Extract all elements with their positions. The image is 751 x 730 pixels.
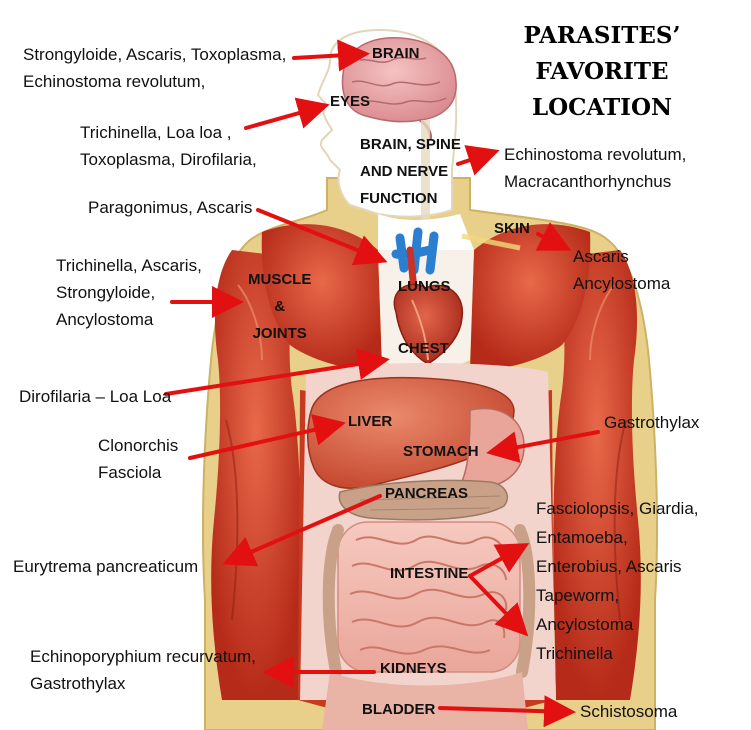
arrow-eyes [244, 97, 330, 130]
organ-label-line: BRAIN [372, 45, 420, 62]
parasites-kidneys: Echinoporyphium recurvatum, Gastrothylax [30, 643, 256, 697]
organ-label-stomach: STOMACH [403, 441, 479, 463]
organ-label-nerve: BRAIN, SPINE AND NERVE FUNCTION [360, 131, 461, 212]
parasites-liver: Clonorchis Fasciola [98, 432, 178, 486]
parasite-line: Echinoporyphium recurvatum, [30, 647, 256, 666]
arrow-lungs [256, 208, 388, 266]
parasite-line: Echinostoma revolutum, [504, 145, 687, 164]
parasite-line: Schistosoma [580, 702, 678, 721]
arrow-skin [535, 222, 572, 251]
brain-illustration [341, 37, 457, 141]
organ-label-line: SKIN [494, 220, 530, 237]
parasite-line: Fasciolopsis, Giardia, [536, 499, 699, 518]
organ-label-line: STOMACH [403, 443, 479, 460]
organ-label-bladder: BLADDER [362, 699, 435, 721]
organ-label-line: FUNCTION [360, 190, 438, 207]
organ-label-line: LUNGS [398, 278, 451, 295]
title-line: FAVORITE [535, 58, 669, 85]
parasites-muscle: Trichinella, Ascaris, Strongyloide, Ancy… [56, 252, 202, 333]
parasite-line: Eurytrema pancreaticum [13, 557, 199, 576]
arrow-brain [292, 39, 370, 72]
parasite-line: Entamoeba, [536, 528, 628, 547]
organ-label-liver: LIVER [348, 411, 392, 433]
parasite-line: Ancylostoma [573, 274, 671, 293]
parasites-bladder: Schistosoma [580, 698, 677, 725]
parasites-nerve: Echinostoma revolutum, Macracanthorhynch… [504, 141, 686, 195]
organ-label-muscle: MUSCLE & JOINTS [248, 266, 311, 347]
arrow-intestine-up [468, 543, 530, 578]
parasite-line: Echinostoma revolutum, [23, 72, 206, 91]
organ-label-line: KIDNEYS [380, 660, 447, 677]
organ-label-line: AND NERVE [360, 163, 449, 180]
organ-label-line: & [274, 298, 286, 315]
parasite-line: Ancylostoma [56, 310, 154, 329]
parasite-line: Gastrothylax [30, 674, 126, 693]
parasite-line: Ancylostoma [536, 615, 634, 634]
parasite-line: Strongyloide, [56, 283, 156, 302]
organ-label-kidneys: KIDNEYS [380, 658, 447, 680]
spine [421, 120, 430, 240]
parasite-line: Gastrothylax [604, 413, 700, 432]
title-line: PARASITES’ [523, 22, 681, 49]
diagram-title: PARASITES’ FAVORITE LOCATION [492, 18, 712, 126]
organ-label-line: PANCREAS [385, 485, 469, 502]
parasite-line: Trichinella [536, 644, 613, 663]
arrow-pancreas [222, 494, 382, 567]
organ-label-eyes: EYES [330, 91, 370, 113]
organ-label-line: JOINTS [252, 325, 307, 342]
parasite-line: Tapeworm, [536, 586, 620, 605]
parasite-line: Trichinella, Loa loa , [80, 123, 232, 142]
arrow-stomach [486, 430, 600, 463]
parasites-chest: Dirofilaria – Loa Loa [19, 383, 171, 410]
parasite-line: Fasciola [98, 463, 162, 482]
parasite-line: Enterobius, Ascaris [536, 557, 682, 576]
parasites-brain: Strongyloide, Ascaris, Toxoplasma, Echin… [23, 41, 286, 95]
parasites-stomach: Gastrothylax [604, 409, 699, 436]
organ-label-line: LIVER [348, 413, 393, 430]
arrow-liver [188, 414, 346, 460]
parasites-pancreas: Eurytrema pancreaticum [13, 553, 198, 580]
organ-label-chest: CHEST [398, 338, 449, 360]
parasites-eyes: Trichinella, Loa loa , Toxoplasma, Dirof… [80, 119, 257, 173]
clavicle [461, 233, 521, 251]
organ-label-lungs: LUNGS [398, 276, 451, 298]
organ-label-pancreas: PANCREAS [385, 483, 468, 505]
arrow-bladder [438, 695, 576, 728]
parasites-intestine: Fasciolopsis, Giardia, Entamoeba, Entero… [536, 494, 699, 668]
arrow-chest [164, 348, 390, 396]
title-line: LOCATION [531, 94, 673, 121]
parasite-line: Clonorchis [98, 436, 179, 455]
pelvis [322, 672, 528, 730]
parasites-skin: Ascaris Ancylostoma [573, 243, 670, 297]
parasite-line: Paragonimus, Ascaris [88, 198, 253, 217]
parasite-line: Toxoplasma, Dirofilaria, [80, 150, 257, 169]
organ-label-line: MUSCLE [248, 271, 312, 288]
arrow-nerve [456, 145, 500, 176]
parasite-line: Dirofilaria – Loa Loa [19, 387, 172, 406]
parasites-lungs: Paragonimus, Ascaris [88, 194, 252, 221]
organ-label-intestine: INTESTINE [390, 563, 468, 585]
organ-label-line: CHEST [398, 340, 449, 357]
organ-label-line: BLADDER [362, 701, 436, 718]
organ-label-skin: SKIN [494, 218, 530, 240]
intestine-illustration [322, 521, 536, 678]
arm-muscles [211, 250, 641, 700]
pointer-arrows [164, 39, 600, 728]
parasite-line: Macracanthorhynchus [504, 172, 672, 191]
organ-label-line: EYES [330, 93, 371, 110]
organ-label-brain: BRAIN [372, 43, 420, 65]
arrow-intestine-down [468, 574, 529, 637]
organ-label-line: BRAIN, SPINE [360, 136, 461, 153]
organ-label-line: INTESTINE [390, 565, 469, 582]
parasite-line: Strongyloide, Ascaris, Toxoplasma, [23, 45, 287, 64]
thorax-organs [378, 227, 474, 369]
parasite-line: Ascaris [573, 247, 629, 266]
parasite-line: Trichinella, Ascaris, [56, 256, 202, 275]
